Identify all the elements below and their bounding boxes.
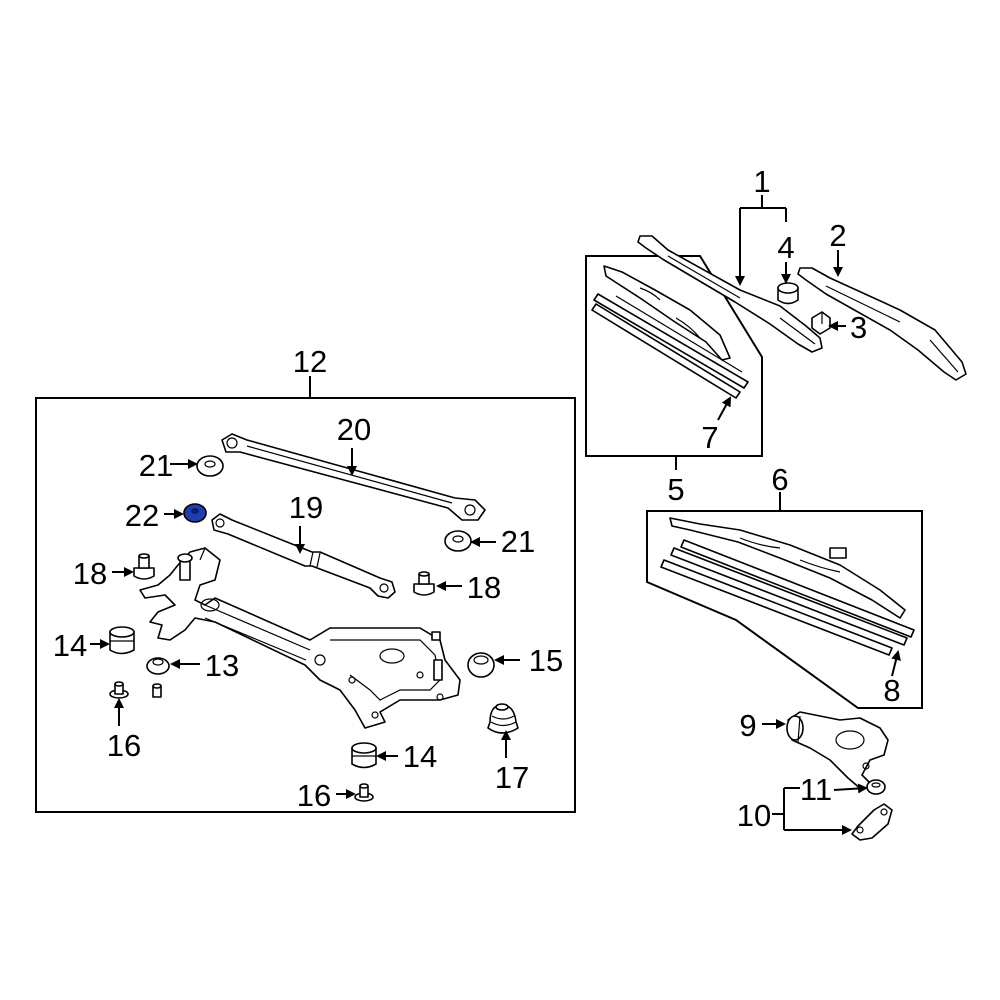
wiper-blade-5[interactable] [591,265,749,399]
wiper-arm-1[interactable] [637,235,823,353]
callout-15: 15 [529,643,563,678]
bushing-15[interactable] [467,652,495,678]
nut-11[interactable] [866,779,886,795]
callout-labels: 1 2 4 3 7 5 6 8 9 11 10 12 20 21 22 19 2… [53,164,901,833]
blade-insert-7[interactable] [615,295,743,373]
arm-cap-3[interactable] [811,311,831,335]
blade-box-5 [585,255,763,470]
callout-2: 2 [829,218,846,253]
link-rod-20[interactable] [221,433,486,521]
leader-lines [90,195,901,835]
callout-14-right: 14 [403,739,437,774]
callout-3: 3 [850,310,867,345]
callout-19: 19 [289,490,323,525]
callout-16-right: 16 [297,778,331,813]
callout-20: 20 [337,412,371,447]
callout-18-left: 18 [73,556,107,591]
rubber-mount-14-left[interactable] [109,626,135,655]
callout-17: 17 [495,760,529,795]
washer-21-lower[interactable] [444,530,472,552]
blade-box-6 [646,492,923,709]
wiper-motor-9[interactable] [786,711,889,791]
callout-6: 6 [771,462,788,497]
callout-4: 4 [777,230,794,265]
link-rod-19[interactable] [211,513,396,599]
bolt-16-left[interactable] [109,681,129,699]
arm-cap-4[interactable] [777,282,799,305]
wiper-arm-2[interactable] [797,267,967,381]
callout-7: 7 [701,420,718,455]
washer-21-upper[interactable] [196,455,224,477]
callout-10: 10 [737,798,771,833]
callout-18-right: 18 [467,570,501,605]
callout-9: 9 [739,708,756,743]
callout-8: 8 [883,673,900,708]
callout-5: 5 [667,472,684,507]
crank-arm-10[interactable] [851,803,893,841]
pivot-frame[interactable] [139,547,461,729]
bushing-18-left[interactable] [133,553,155,580]
grommet-13[interactable] [146,657,170,698]
callout-21-lower: 21 [501,524,535,559]
callout-22: 22 [125,498,159,533]
wiper-blade-6[interactable] [660,517,915,656]
callout-13: 13 [205,648,239,683]
callout-11: 11 [800,772,832,807]
linkage-assembly-frame [35,376,576,813]
boot-17[interactable] [487,703,519,734]
rubber-mount-14-right[interactable] [351,742,377,769]
callout-12: 12 [293,344,327,379]
callout-21-upper: 21 [139,448,173,483]
bushing-18-right[interactable] [413,571,435,596]
bolt-16-right[interactable] [354,783,374,802]
callout-14-left: 14 [53,628,87,663]
bushing-22[interactable] [183,503,207,523]
callout-1: 1 [753,164,770,199]
callout-16-left: 16 [107,728,141,763]
